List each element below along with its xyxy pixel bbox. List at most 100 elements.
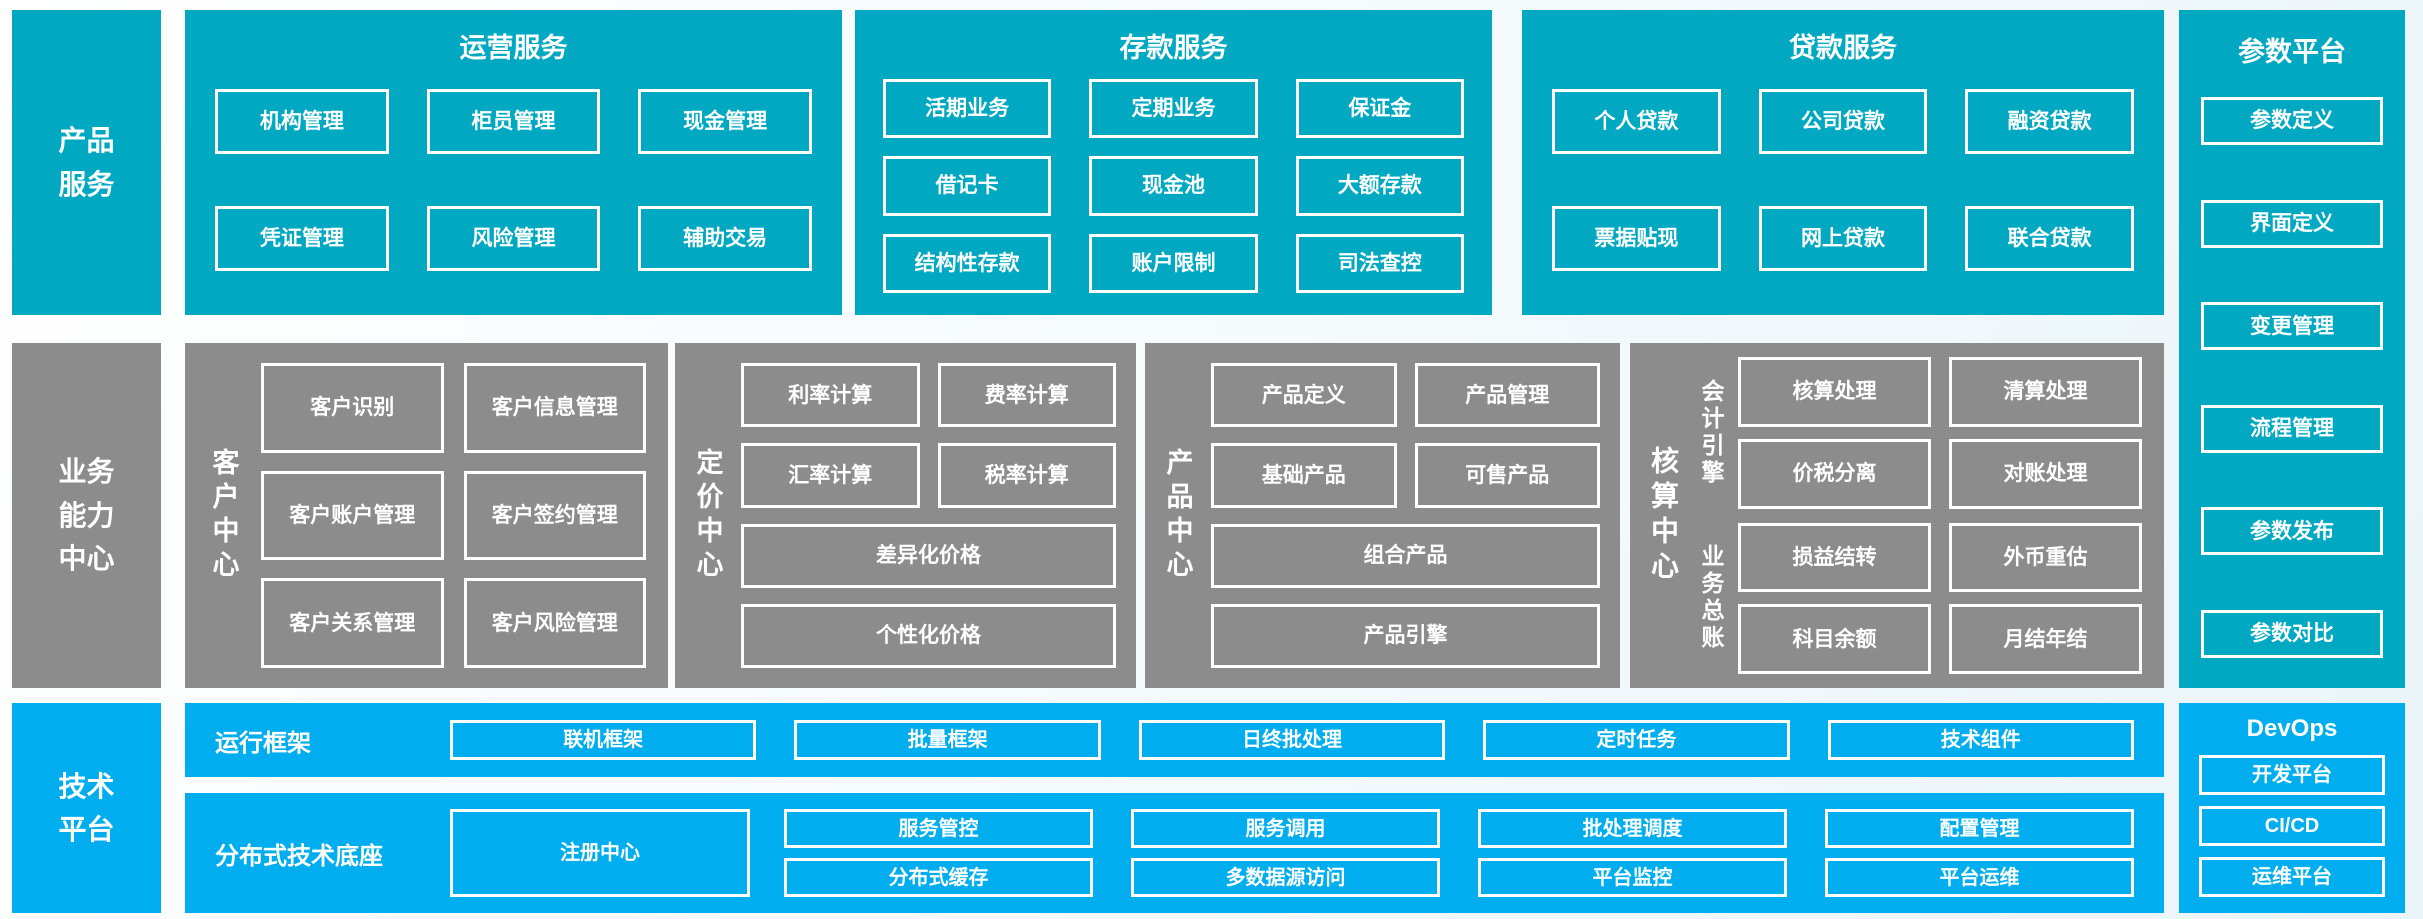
- service-box: 日终批处理: [1138, 720, 1446, 760]
- service-box: 机构管理: [215, 89, 389, 154]
- service-box: 月结年结: [1949, 604, 2142, 674]
- service-box: 客户关系管理: [261, 578, 444, 668]
- section-parameter-platform: 参数平台 参数定义 界面定义 变更管理 流程管理 参数发布 参数对比: [2179, 10, 2405, 688]
- service-box: 产品定义: [1211, 363, 1397, 428]
- service-box: 损益结转: [1738, 522, 1931, 593]
- service-box: 外币重估: [1949, 522, 2142, 593]
- service-box: 平台运维: [1825, 858, 2134, 897]
- service-box: 活期业务: [883, 79, 1052, 139]
- section-title: DevOps: [2246, 715, 2338, 742]
- service-box: 配置管理: [1825, 809, 2134, 848]
- service-box: 平台监控: [1478, 858, 1787, 897]
- row-label-product-services: 产品 服务: [12, 10, 161, 315]
- service-box: 参数发布: [2201, 507, 2383, 556]
- service-box: 批处理调度: [1478, 809, 1787, 848]
- service-box: 批量框架: [794, 720, 1101, 760]
- section-title: 参数平台: [2238, 37, 2346, 67]
- center-vertical-label: 核算中心: [1648, 445, 1679, 586]
- section-title: 运营服务: [459, 33, 568, 63]
- section-devops: DevOps 开发平台 CI/CD 运维平台: [2179, 703, 2405, 913]
- accounting-groups: 会计引擎 核算处理 清算处理 价税分离 对账处理 业务总账 损益结转 外币重估 …: [1688, 357, 2142, 674]
- service-box: 客户风险管理: [463, 578, 646, 668]
- service-box: 清算处理: [1949, 357, 2142, 427]
- service-box: 服务调用: [1131, 809, 1440, 848]
- service-box: 网上贷款: [1758, 206, 1928, 271]
- service-box: 汇率计算: [741, 443, 920, 508]
- service-box: 核算处理: [1738, 357, 1931, 427]
- service-box: 个性化价格: [741, 603, 1116, 668]
- service-box: 个人贷款: [1552, 89, 1721, 154]
- service-box: 多数据源访问: [1131, 858, 1440, 897]
- service-box-registry-center: 注册中心: [450, 809, 750, 897]
- service-box: 参数定义: [2201, 97, 2383, 145]
- service-box: 对账处理: [1949, 438, 2142, 509]
- service-box: 现金管理: [638, 89, 812, 154]
- section-label: 运行框架: [215, 729, 311, 757]
- service-box: 科目余额: [1738, 604, 1931, 674]
- service-box: 定期业务: [1089, 79, 1258, 139]
- service-box-stack: 开发平台 CI/CD 运维平台: [2199, 743, 2385, 897]
- section-loan-services: 贷款服务 个人贷款 公司贷款 融资贷款 票据贴现 网上贷款 联合贷款: [1522, 10, 2164, 315]
- service-box: 定时任务: [1483, 720, 1790, 760]
- service-box: 借记卡: [883, 156, 1052, 216]
- service-box: 产品引擎: [1211, 603, 1600, 668]
- row-label-technology-platform: 技术 平台: [12, 703, 161, 913]
- group-vertical-label: 会计引擎: [1698, 378, 1724, 487]
- section-distributed-tech-base: 分布式技术底座 注册中心 服务管控 服务调用 批处理调度 配置管理 分布式缓存 …: [185, 793, 2164, 913]
- service-box: 组合产品: [1211, 523, 1600, 588]
- service-box: 基础产品: [1211, 443, 1397, 508]
- section-runtime-framework: 运行框架 联机框架 批量框架 日终批处理 定时任务 技术组件: [185, 703, 2164, 777]
- center-vertical-label: 定价中心: [692, 447, 723, 584]
- service-box-grid: 活期业务 定期业务 保证金 借记卡 现金池 大额存款 结构性存款 账户限制 司法…: [855, 65, 1492, 315]
- service-box: 分布式缓存: [784, 858, 1093, 897]
- service-box: 融资贷款: [1965, 89, 2134, 154]
- service-box-grid: 个人贷款 公司贷款 融资贷款 票据贴现 网上贷款 联合贷款: [1522, 65, 2164, 315]
- service-box: 现金池: [1089, 156, 1258, 216]
- service-box-grid: 客户识别 客户信息管理 客户账户管理 客户签约管理 客户关系管理 客户风险管理: [261, 363, 646, 668]
- service-box: 凭证管理: [215, 206, 389, 271]
- section-label: 分布式技术底座: [215, 842, 383, 870]
- group-accounting-engine: 会计引擎 核算处理 清算处理 价税分离 对账处理: [1688, 357, 2142, 509]
- section-customer-center: 客户中心 客户识别 客户信息管理 客户账户管理 客户签约管理 客户关系管理 客户…: [185, 343, 668, 688]
- service-box: 费率计算: [937, 363, 1116, 428]
- service-box: 变更管理: [2201, 302, 2383, 351]
- service-box-grid: 机构管理 柜员管理 现金管理 凭证管理 风险管理 辅助交易: [185, 65, 842, 315]
- service-box: 柜员管理: [426, 89, 601, 154]
- service-box-grid: 联机框架 批量框架 日终批处理 定时任务 技术组件: [450, 720, 2134, 760]
- service-box-grid: 产品定义 产品管理 基础产品 可售产品 组合产品 产品引擎: [1211, 363, 1600, 668]
- section-title: 存款服务: [1119, 33, 1228, 63]
- service-box: 流程管理: [2201, 404, 2383, 453]
- service-box: 账户限制: [1089, 233, 1258, 293]
- center-vertical-label: 客户中心: [208, 447, 239, 584]
- service-box-grid: 利率计算 费率计算 汇率计算 税率计算 差异化价格 个性化价格: [741, 363, 1116, 668]
- service-box: 保证金: [1295, 79, 1464, 139]
- service-box: 联合贷款: [1965, 206, 2134, 271]
- service-box: 价税分离: [1738, 438, 1931, 509]
- service-box: 公司贷款: [1758, 89, 1928, 154]
- section-deposit-services: 存款服务 活期业务 定期业务 保证金 借记卡 现金池 大额存款 结构性存款 账户…: [855, 10, 1492, 315]
- group-vertical-label: 业务总账: [1698, 544, 1724, 653]
- center-vertical-label: 产品中心: [1162, 447, 1193, 584]
- service-box: 界面定义: [2201, 199, 2383, 248]
- service-box: 客户签约管理: [463, 470, 646, 561]
- service-box: 服务管控: [784, 809, 1093, 848]
- service-box: 客户账户管理: [261, 470, 444, 561]
- service-box: 票据贴现: [1552, 206, 1721, 271]
- service-box: 大额存款: [1295, 156, 1464, 216]
- service-box: 利率计算: [741, 363, 920, 428]
- service-box: 司法查控: [1295, 233, 1464, 293]
- group-business-ledger: 业务总账 损益结转 外币重估 科目余额 月结年结: [1688, 522, 2142, 674]
- service-box-grid: 核算处理 清算处理 价税分离 对账处理: [1738, 357, 2142, 509]
- service-box: 税率计算: [937, 443, 1116, 508]
- service-box: 参数对比: [2201, 609, 2383, 658]
- section-accounting-center: 核算中心 会计引擎 核算处理 清算处理 价税分离 对账处理 业务总账 损益结转 …: [1630, 343, 2164, 688]
- service-box: 可售产品: [1414, 443, 1600, 508]
- service-box-stack: 参数定义 界面定义 变更管理 流程管理 参数发布 参数对比: [2201, 69, 2383, 658]
- service-box: 辅助交易: [638, 206, 812, 271]
- service-box: 客户识别: [261, 363, 444, 453]
- service-box: 产品管理: [1414, 363, 1600, 428]
- service-box: 开发平台: [2199, 755, 2385, 795]
- section-pricing-center: 定价中心 利率计算 费率计算 汇率计算 税率计算 差异化价格 个性化价格: [675, 343, 1136, 688]
- service-box: 运维平台: [2199, 857, 2385, 897]
